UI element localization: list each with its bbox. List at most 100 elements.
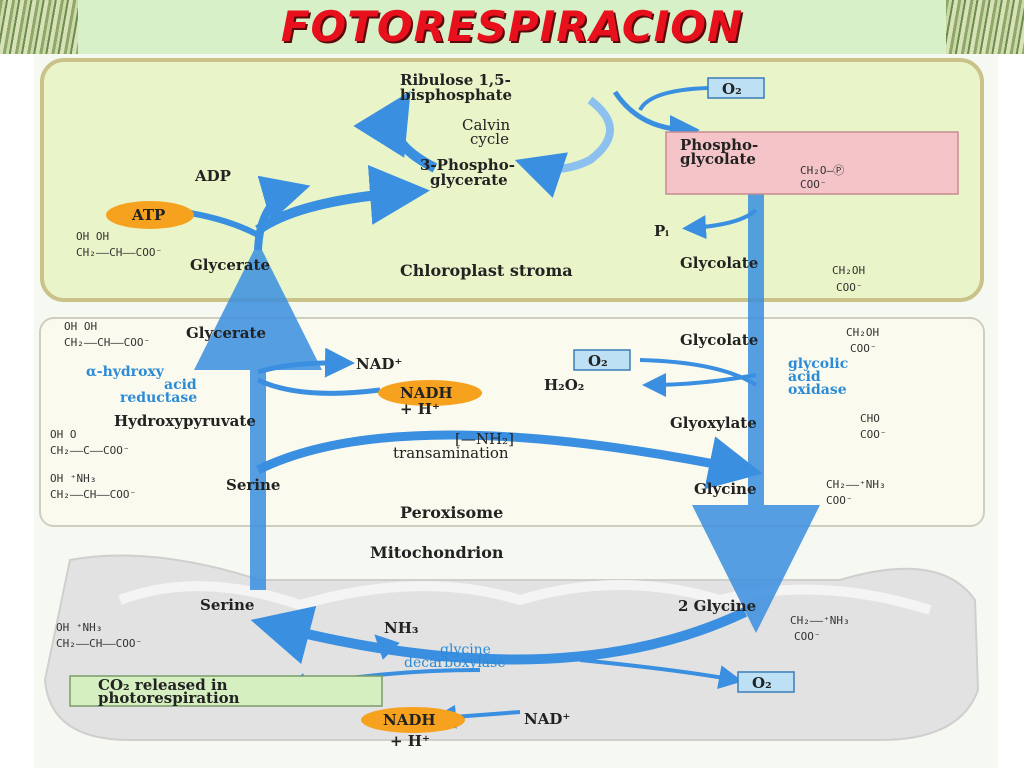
transamination-line2: transamination	[393, 444, 509, 462]
arrow-nad-out	[257, 347, 355, 378]
oxidase-line1: glycolic	[788, 356, 848, 372]
glycerate-label-peroxisome: Glycerate	[186, 324, 266, 342]
o2-box-chloroplast	[707, 77, 765, 99]
arrow-pi-out	[682, 208, 758, 240]
rubp-line2: bisphosphate	[400, 86, 512, 104]
arrow-o2-in	[638, 86, 709, 112]
glycerate-formula-chl1: OH OH	[76, 230, 109, 243]
serine-formula-mito2: CH₂——CH——COO⁻	[56, 637, 142, 650]
peroxisome-title: Peroxisome	[400, 503, 503, 522]
glyoxylate-formula2: COO⁻	[860, 428, 887, 441]
adp-label: ADP	[194, 167, 231, 185]
arrow-atp-in	[189, 210, 260, 238]
page-title: FOTORESPIRACION	[280, 2, 744, 51]
arrow-nh3-out	[374, 634, 441, 662]
nh3-label: NH₃	[384, 619, 418, 637]
glycine-label-peroxisome: Glycine	[694, 480, 757, 498]
arrow-to-pga	[255, 164, 430, 235]
nad-label-peroxisome: NAD⁺	[356, 355, 402, 373]
nadh-label-mito: NADH	[383, 711, 436, 729]
phosphoglycolate-formula1: CH₂O—Ⓟ	[800, 164, 844, 177]
transamination-line1: [—NH₂]	[455, 430, 514, 448]
arrow-glycine-to-serine	[250, 605, 748, 665]
photorespiration-diagram: Ribulose 1,5- bisphosphate Calvin cycle …	[39, 58, 985, 750]
calvin-cycle-arrow	[514, 96, 614, 198]
hydroxypyruvate-formula2: CH₂——C——COO⁻	[50, 444, 129, 457]
reductase-line2: acid	[164, 377, 197, 393]
chloroplast-region	[40, 58, 984, 302]
o2-box-peroxisome	[573, 349, 631, 371]
decarboxylase-line2: decarboxylase	[404, 655, 506, 671]
pi-label: Pᵢ	[654, 222, 669, 240]
rubp-line1: Ribulose 1,5-	[400, 71, 511, 89]
serine-formula-per2: CH₂——CH——COO⁻	[50, 488, 136, 501]
arrow-o2-mito	[579, 658, 743, 689]
phosphoglycolate-line2: glycolate	[680, 150, 756, 168]
glycine-formula-mito1: CH₂——⁺NH₃	[790, 614, 850, 627]
two-glycine-label: 2 Glycine	[678, 597, 756, 615]
calvin-line1: Calvin	[462, 116, 510, 134]
glycerate-formula-per2: CH₂——CH——COO⁻	[64, 336, 150, 349]
glycolate-formula-per1: CH₂OH	[846, 326, 879, 339]
oxidase-line3: oxidase	[788, 382, 847, 398]
pga-line2: glycerate	[430, 171, 508, 189]
glycine-formula-per2: COO⁻	[826, 494, 853, 507]
co2-line1: CO₂ released in	[98, 676, 228, 694]
hydroxypyruvate-label: Hydroxypyruvate	[114, 412, 256, 430]
nadh-pill-mito	[361, 707, 465, 733]
mitochondrion-title: Mitochondrion	[370, 543, 504, 562]
o2-box-mito	[737, 671, 795, 693]
header-bar: FOTORESPIRACION	[0, 0, 1024, 54]
glyoxylate-formula1: CHO	[860, 412, 880, 425]
glycine-formula-per1: CH₂——⁺NH₃	[826, 478, 886, 491]
arrow-to-adp	[254, 175, 311, 251]
co2-line2: photorespiration	[98, 689, 240, 707]
arrow-o2-peroxisome-in	[639, 358, 758, 387]
diagram-area: Ribulose 1,5- bisphosphate Calvin cycle …	[34, 54, 998, 768]
pga-line1: 3-Phospho-	[420, 156, 515, 174]
arrow-rubp-to-phosphoglycolate	[612, 90, 700, 145]
nadh-pill-peroxisome	[378, 380, 482, 406]
reductase-line3: reductase	[120, 390, 197, 406]
nad-label-mito: NAD⁺	[524, 710, 570, 728]
calvin-line2: cycle	[470, 130, 509, 148]
h2o2-label: H₂O₂	[544, 376, 584, 394]
serine-label-peroxisome: Serine	[226, 476, 280, 494]
serine-formula-mito1: OH ⁺NH₃	[56, 621, 102, 634]
grass-image-left	[0, 0, 78, 54]
grass-image-right	[946, 0, 1024, 54]
serine-formula-per1: OH ⁺NH₃	[50, 472, 96, 485]
reductase-line1: α-hydroxy	[86, 364, 165, 380]
glycolate-formula-chl2: COO⁻	[836, 281, 863, 294]
arrow-nadh-in	[256, 377, 381, 396]
glyoxylate-label: Glyoxylate	[670, 414, 757, 432]
arrow-h2o2-out	[642, 372, 757, 397]
glycolate-label-peroxisome: Glycolate	[680, 331, 758, 349]
serine-label-mito: Serine	[200, 596, 254, 614]
glycolate-formula-chl1: CH₂OH	[832, 264, 865, 277]
h-label-peroxisome: + H⁺	[400, 400, 440, 418]
arrow-pga-to-rubp	[353, 91, 438, 173]
atp-pill	[106, 201, 194, 229]
glycolate-formula-per2: COO⁻	[850, 342, 877, 355]
glycine-formula-mito2: COO⁻	[794, 630, 821, 643]
hydroxypyruvate-formula1: OH O	[50, 428, 77, 441]
arrow-transamination	[256, 430, 763, 490]
glycerate-formula-per1: OH OH	[64, 320, 97, 333]
glycerate-label-chloroplast: Glycerate	[190, 256, 270, 274]
glycerate-formula-chl2: CH₂——CH——COO⁻	[76, 246, 162, 259]
phosphoglycolate-line1: Phospho-	[680, 136, 758, 154]
co2-released-box	[69, 675, 383, 707]
atp-label: ATP	[131, 206, 165, 224]
phosphoglycolate-box	[665, 131, 959, 195]
o2-label-mito: O₂	[752, 674, 772, 692]
oxidase-line2: acid	[788, 369, 821, 385]
h-label-mito: + H⁺	[390, 732, 430, 750]
o2-label-peroxisome: O₂	[588, 352, 608, 370]
glycolate-label-chloroplast: Glycolate	[680, 254, 758, 272]
phosphoglycolate-formula2: COO⁻	[800, 178, 827, 191]
chloroplast-title: Chloroplast stroma	[400, 261, 573, 280]
decarboxylase-line1: glycine	[440, 642, 491, 658]
nadh-label-peroxisome: NADH	[400, 384, 453, 402]
o2-label-chloroplast: O₂	[722, 80, 742, 98]
